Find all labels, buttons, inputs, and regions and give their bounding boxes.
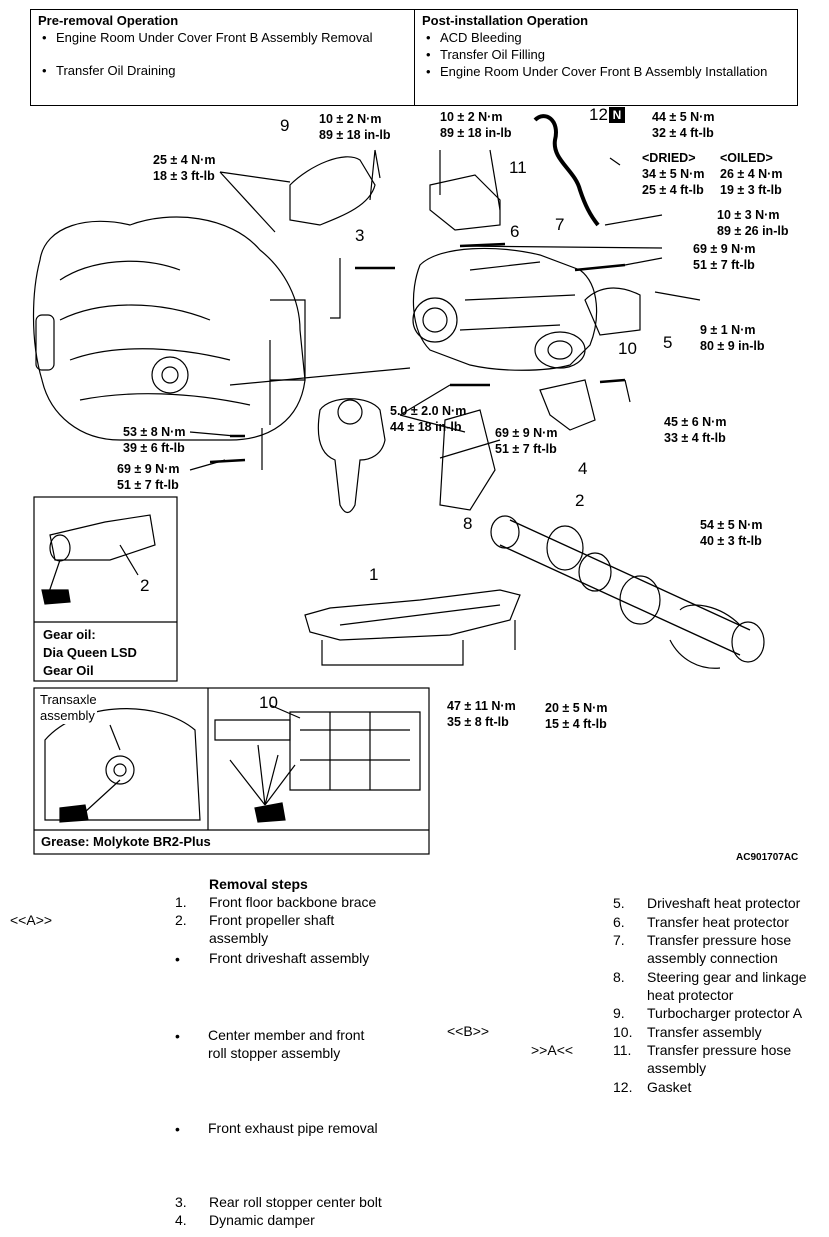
step-text: assembly [647,1060,707,1076]
step-number: 12. [613,1079,633,1095]
turbo-protector [289,156,376,226]
exploded-view-diagram [32,114,765,855]
step-number: 9. [613,1005,625,1021]
step-number: 8. [613,969,625,985]
callout-11: 11 [509,158,527,177]
step-text: Transfer pressure hose [647,932,792,948]
transaxle-label: Transaxle assembly [40,692,97,724]
callout-8: 8 [463,514,473,533]
step-number: 6. [613,914,625,930]
step-text: Transfer assembly [647,1024,762,1040]
step-text: Gasket [647,1079,692,1095]
step-number: 5. [613,895,625,911]
step-text: Turbocharger protector A [647,1005,803,1021]
new-part-badge: N [609,107,625,123]
step-text: Center member and front [208,1027,365,1043]
step-text: roll stopper assembly [208,1045,341,1061]
post-installation-section: Post-installation Operation ACD Bleeding… [422,13,767,80]
oiled-label: <OILED> [720,151,773,165]
step-text: Dynamic damper [209,1212,315,1228]
callout-10: 10 [618,339,637,358]
callout-9: 9 [280,116,290,135]
callout-3: 3 [355,226,365,245]
post-installation-item: ACD Bleeding [426,29,767,46]
callout-7: 7 [555,215,565,234]
step-text: Transfer heat protector [647,914,789,930]
step-text: assembly connection [647,950,778,966]
callout-5: 5 [663,333,673,352]
callout-6: 6 [510,222,520,241]
transaxle-housing [32,216,306,441]
step-text: Front floor backbone brace [209,894,377,910]
callout-2: 2 [575,491,585,510]
step-number: 1. [175,894,187,910]
step-number: 3. [175,1194,187,1210]
operations-table: Pre-removal Operation Engine Room Under … [30,9,798,106]
callout-12: 12 [589,105,608,124]
driveshaft-heat-protector [584,287,641,336]
step-number: 10. [613,1024,633,1040]
step-bullet: • [175,1028,180,1044]
step-marker: >>A<< [531,1042,574,1058]
removal-steps-title: Removal steps [209,876,308,892]
step-text: Front exhaust pipe removal [208,1120,378,1136]
step-text: Front driveshaft assembly [209,950,370,966]
callout-2-inset: 2 [140,576,150,595]
step-number: 2. [175,912,187,928]
step-text: Rear roll stopper center bolt [209,1194,382,1210]
backbone-brace [304,589,521,641]
dynamic-damper [317,398,386,514]
transfer-heat-protector [429,174,501,231]
step-text: Transfer pressure hose [647,1042,792,1058]
pre-removal-item: Engine Room Under Cover Front B Assembly… [42,29,372,46]
step-text: Driveshaft heat protector [647,895,801,911]
figure-code: AC901707AC [736,852,799,863]
callout-4: 4 [578,459,588,478]
bracket-4 [539,379,596,431]
step-bullet: • [175,1121,180,1137]
pre-removal-item: Transfer Oil Draining [42,62,372,79]
step-text: heat protector [647,987,734,1003]
table-divider [414,10,415,105]
pre-removal-section: Pre-removal Operation Engine Room Under … [38,13,372,79]
gear-oil-note: Gear oil: Dia Queen LSD Gear Oil [43,627,137,678]
step-marker: <<A>> [10,912,53,928]
post-installation-item: Transfer Oil Filling [426,46,767,63]
step-number: 11. [613,1042,632,1058]
pressure-hose [533,114,600,227]
step-bullet: • [175,951,180,967]
grease-note: Grease: Molykote BR2-Plus [41,834,211,849]
step-marker: <<B>> [447,1023,490,1039]
callout-10-inset: 10 [259,693,278,712]
dried-label: <DRIED> [642,151,696,165]
post-installation-item: Engine Room Under Cover Front B Assembly… [426,63,767,80]
step-text: Steering gear and linkage [647,969,807,985]
pre-removal-title: Pre-removal Operation [38,13,179,28]
steering-heat-protector [439,409,496,511]
step-number: 4. [175,1212,187,1228]
step-number: 7. [613,932,625,948]
step-text: assembly [209,930,269,946]
step-text: Front propeller shaft [209,912,335,928]
callout-1: 1 [369,565,379,584]
post-installation-title: Post-installation Operation [422,13,589,28]
